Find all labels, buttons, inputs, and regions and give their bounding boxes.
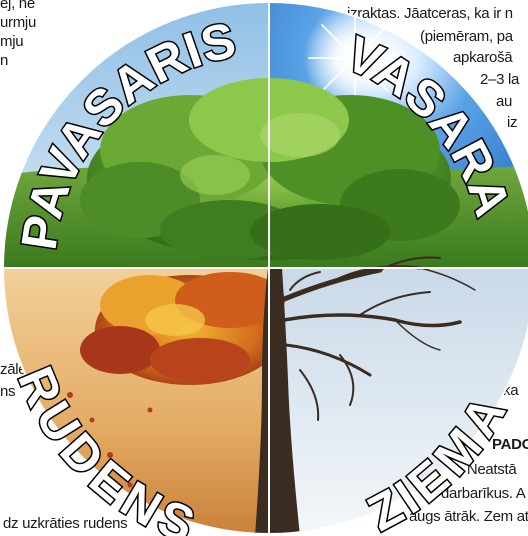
sun-rays	[308, 11, 402, 105]
text-fragment: apkarošā	[453, 49, 513, 66]
text-fragment: darbarīkus. A	[441, 485, 526, 502]
text-fragment: mju	[0, 33, 24, 50]
bare-branches	[279, 256, 476, 421]
text-fragment: ns	[0, 383, 16, 400]
tree-trunk	[255, 268, 300, 534]
text-fragment: augs ātrāk. Zem ats	[409, 508, 528, 525]
tip-heading: PADO	[492, 436, 528, 453]
text-fragment: 2–3 la	[480, 71, 520, 88]
text-fragment: dz uzkrāties rudens	[3, 515, 128, 532]
text-fragment: au	[496, 93, 513, 110]
text-fragment: • Neatstā	[458, 461, 517, 478]
text-fragment: izraktas. Jāatceras, ka ir n	[347, 5, 513, 22]
text-fragment: iz	[507, 114, 518, 131]
text-fragment: ej, ne	[0, 0, 35, 12]
text-fragment: (piemēram, pa	[420, 28, 513, 45]
autumn-foliage	[80, 272, 285, 385]
text-fragment: urmju	[0, 14, 37, 31]
text-fragment: n	[0, 52, 9, 69]
